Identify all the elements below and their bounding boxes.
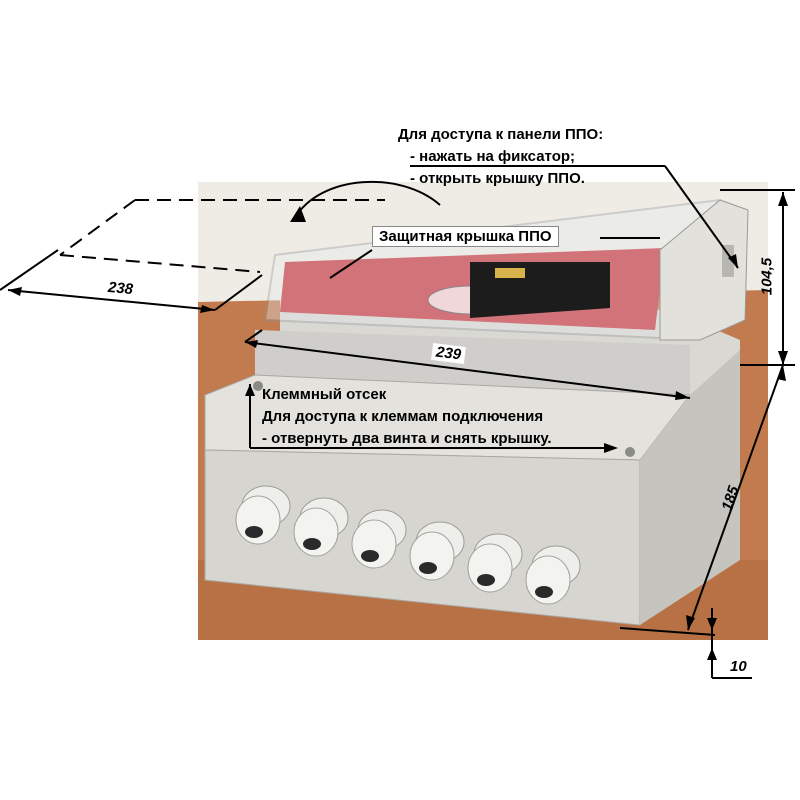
cover-screw-2 — [625, 447, 635, 457]
arrow-head — [290, 206, 306, 222]
panel-access-step-2: - открыть крышку ППО. — [410, 170, 585, 187]
cover-label: Защитная крышка ППО — [372, 226, 559, 247]
dimension-10: 10 — [730, 658, 747, 675]
enclosure-top-body — [280, 300, 740, 420]
panel-access-title: Для доступа к панели ППО: — [398, 126, 604, 143]
cable-gland — [525, 545, 581, 605]
dimension-238: 238 — [107, 278, 134, 299]
cable-gland — [467, 533, 523, 593]
cover-screw-1 — [253, 381, 263, 391]
cable-gland — [293, 497, 349, 557]
dimension-arrowheads — [8, 192, 788, 660]
cable-gland — [351, 509, 407, 569]
dimension-104-5: 104,5 — [758, 257, 776, 296]
cable-gland — [235, 485, 291, 545]
cover-latch-block — [659, 199, 749, 341]
terminal-line-1: Для доступа к клеммам подключения — [262, 408, 544, 425]
panel-access-step-1: - нажать на фиксатор; — [410, 148, 576, 165]
open-direction-arrow — [294, 180, 441, 219]
module-label — [495, 268, 525, 278]
cable-glands — [235, 485, 581, 605]
terminal-title: Клеммный отсек — [262, 386, 387, 403]
open-cover-outline — [59, 199, 385, 273]
cable-gland — [409, 521, 465, 581]
latch-vents — [722, 245, 734, 277]
terminal-line-2: - отвернуть два винта и снять крышку. — [262, 430, 552, 447]
dimension-lines — [0, 165, 795, 679]
